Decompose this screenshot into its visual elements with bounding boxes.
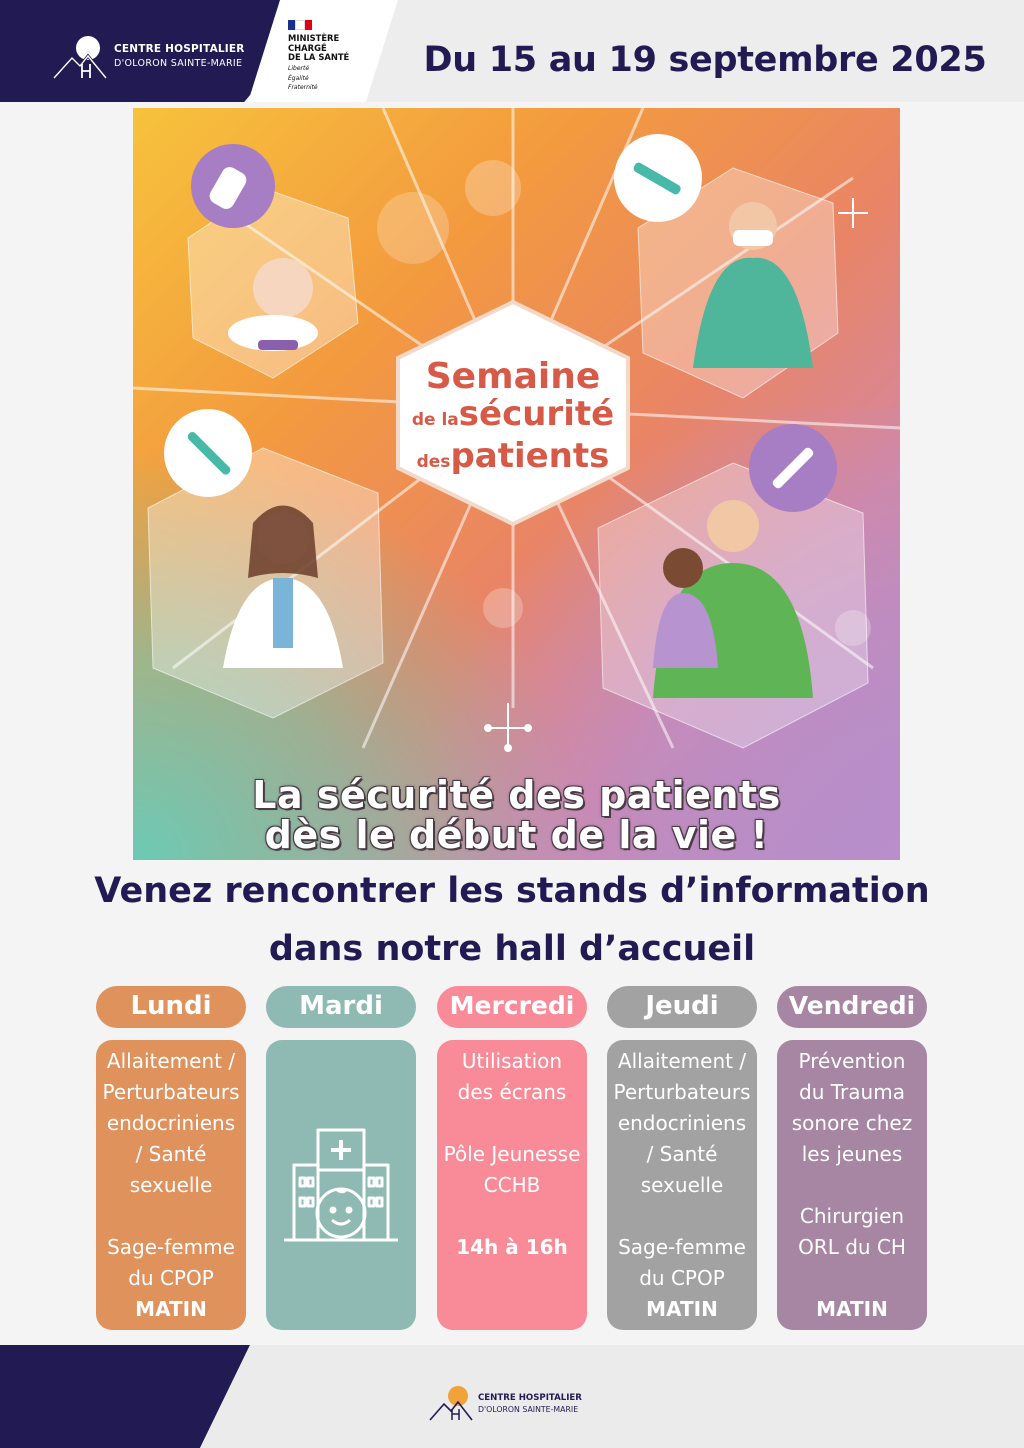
event-title-line2: sécurité: [458, 394, 615, 434]
footer-hospital-line2: D'OLORON SAINTE-MARIE: [478, 1405, 579, 1414]
french-flag-icon: [288, 20, 312, 30]
card-highlight: MATIN: [646, 1297, 718, 1321]
card-highlight: 14h à 16h: [456, 1235, 568, 1259]
footer-hospital-line1: CENTRE HOSPITALIER: [478, 1393, 582, 1403]
motto-line1: Liberté: [288, 64, 310, 72]
card-line: endocriniens: [617, 1111, 747, 1135]
hospital-baby-icon: [284, 1128, 398, 1242]
card-line: Sage-femme: [618, 1235, 746, 1259]
card-highlight: MATIN: [135, 1297, 207, 1321]
ministry-logo: MINISTÈRE CHARGÉ DE LA SANTÉ Liberté Éga…: [288, 20, 378, 92]
card-line: Allaitement /: [106, 1049, 236, 1073]
motto-line2: Égalité: [288, 74, 309, 82]
day-label-vendredi: Vendredi: [777, 986, 927, 1028]
day-label-mercredi: Mercredi: [437, 986, 587, 1028]
card-line: / Santé: [646, 1142, 718, 1166]
slogan-line1: La sécurité des patients: [252, 773, 781, 817]
footer-right-band: [200, 1345, 1024, 1448]
day-card-lundi: Allaitement / Perturbateurs endocriniens…: [96, 1040, 246, 1330]
card-line: CCHB: [483, 1173, 541, 1197]
slogan-line2: dès le début de la vie !: [264, 813, 769, 857]
card-line: Prévention: [798, 1049, 906, 1073]
card-line: / Santé: [135, 1142, 207, 1166]
event-title-small1: de la: [411, 410, 459, 430]
card-line: Allaitement /: [617, 1049, 747, 1073]
card-line: Chirurgien: [799, 1204, 905, 1228]
footer-hospital-logo: CENTRE HOSPITALIER D'OLORON SAINTE-MARIE: [428, 1384, 598, 1424]
card-line: Perturbateurs: [613, 1080, 751, 1104]
card-line: Perturbateurs: [102, 1080, 240, 1104]
day-card-jeudi: Allaitement / Perturbateurs endocriniens…: [607, 1040, 757, 1330]
hospital-name-line2: D'OLORON SAINTE-MARIE: [114, 58, 243, 69]
card-line: Pôle Jeunesse: [443, 1142, 581, 1166]
card-line: sonore chez: [791, 1111, 913, 1135]
card-highlight: MATIN: [816, 1297, 888, 1321]
card-line: du CPOP: [128, 1266, 214, 1290]
day-card-vendredi: Prévention du Trauma sonore chez les jeu…: [777, 1040, 927, 1330]
hospital-mountain-icon: [429, 1386, 473, 1421]
card-line: sexuelle: [640, 1173, 724, 1197]
card-line: Sage-femme: [107, 1235, 235, 1259]
center-hexagon: [396, 299, 630, 527]
card-line: ORL du CH: [798, 1235, 906, 1259]
event-title-line3: patients: [450, 436, 610, 476]
header-right-band: [366, 0, 1024, 102]
event-title: Semaine de lasécurité despatients: [403, 358, 623, 480]
day-card-mercredi: Utilisation des écrans Pôle Jeunesse CCH…: [437, 1040, 587, 1330]
hospital-mountain-icon: [52, 36, 108, 80]
intro-line2: dans notre hall d’accueil: [268, 929, 756, 969]
ministry-line2: CHARGÉ: [288, 42, 327, 53]
hospital-logo: CENTRE HOSPITALIER D'OLORON SAINTE-MARIE: [52, 34, 252, 80]
motto-line3: Fraternité: [288, 84, 318, 92]
card-line: du CPOP: [639, 1266, 725, 1290]
event-title-line1: Semaine: [425, 356, 601, 397]
poster-illustration: Semaine de lasécurité despatients La séc…: [133, 108, 900, 860]
day-card-mardi: [266, 1040, 416, 1330]
date-title: Du 15 au 19 septembre 2025: [423, 40, 987, 80]
day-label-mardi: Mardi: [266, 986, 416, 1028]
intro-line1: Venez rencontrer les stands d’informatio…: [94, 871, 930, 911]
day-label-jeudi: Jeudi: [607, 986, 757, 1028]
ministry-line1: MINISTÈRE: [288, 33, 340, 43]
event-title-small2: des: [416, 452, 451, 472]
card-line: du Trauma: [799, 1080, 905, 1104]
card-line: des écrans: [457, 1080, 567, 1104]
hospital-name-line1: CENTRE HOSPITALIER: [114, 43, 245, 55]
card-line: sexuelle: [129, 1173, 213, 1197]
day-label-lundi: Lundi: [96, 986, 246, 1028]
card-line: Utilisation: [461, 1049, 563, 1073]
ministry-line3: DE LA SANTÉ: [288, 52, 350, 63]
card-line: les jeunes: [801, 1142, 903, 1166]
card-line: endocriniens: [106, 1111, 236, 1135]
